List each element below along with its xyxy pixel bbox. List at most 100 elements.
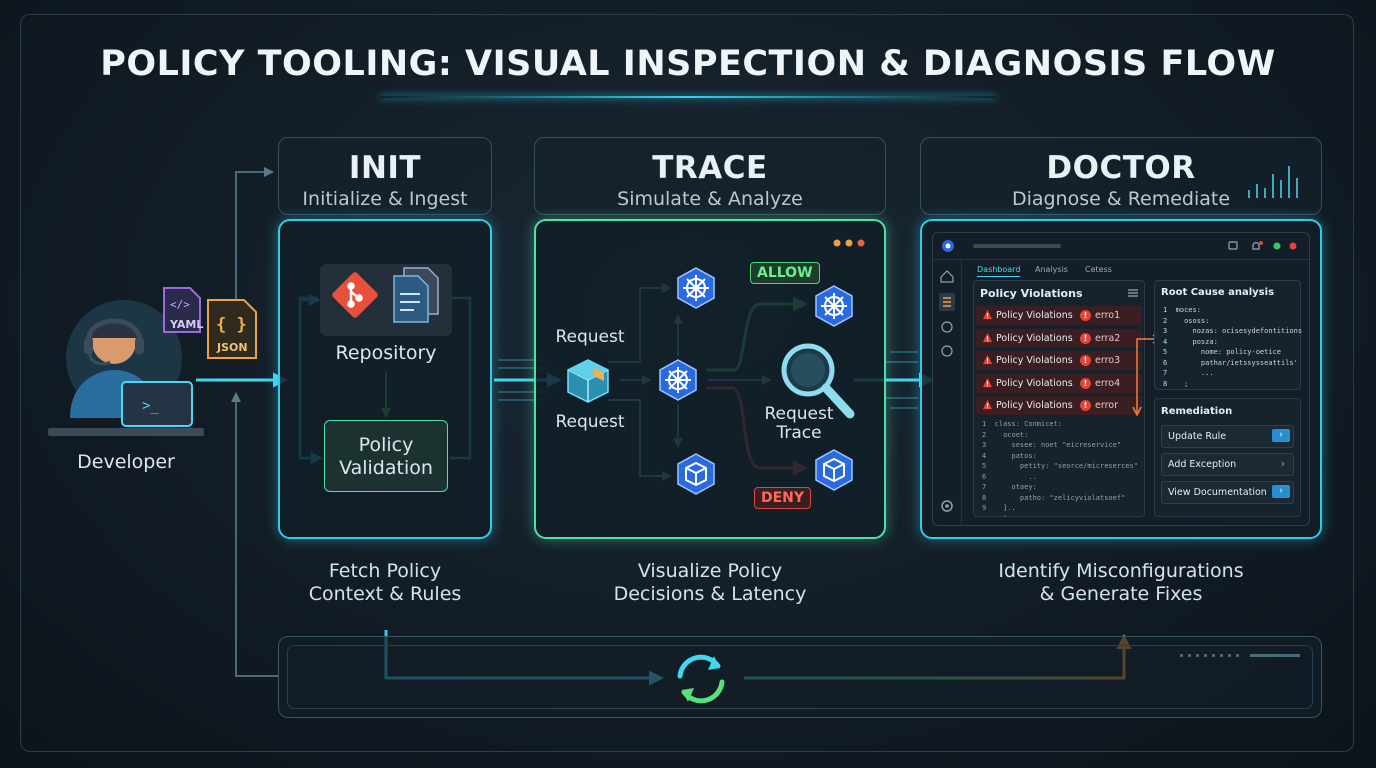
doctor-caption-line1: Identify Misconfigurations — [998, 560, 1244, 582]
yaml-label: YAML — [170, 318, 204, 331]
sparkline-icon — [1248, 166, 1298, 198]
dashboard-search-bar[interactable] — [973, 244, 1061, 248]
title-glow-line — [380, 96, 996, 98]
yaml-file-icon: </> — [163, 287, 201, 333]
doctor-caption-line2: & Generate Fixes — [1039, 583, 1203, 605]
policy-validation-label-2: Validation — [339, 457, 433, 479]
tab-cetess[interactable]: Cetess — [1085, 265, 1112, 274]
policy-validation-box — [324, 420, 448, 492]
violation-code: erro4 — [1095, 377, 1121, 389]
stage-init-name: INIT — [348, 150, 422, 186]
error-icon: ! — [1080, 400, 1091, 411]
error-icon: ! — [1080, 377, 1091, 389]
error-icon: ! — [1080, 355, 1091, 366]
chevron-right-icon: › — [1272, 485, 1290, 498]
update-rule-label: Update Rule — [1168, 431, 1227, 442]
feedback-loop-bar — [278, 636, 1322, 718]
policy-engine-node-icon — [659, 359, 697, 401]
notification-icons[interactable] — [1227, 240, 1301, 252]
stage-doctor-name: DOCTOR — [1046, 150, 1196, 186]
trace-caption-line2: Decisions & Latency — [613, 583, 807, 605]
git-icon — [332, 272, 378, 318]
dashboard-topbar — [933, 233, 1309, 260]
violation-row[interactable]: Policy Violations! error — [976, 396, 1142, 415]
request-label-top: Request — [555, 327, 625, 347]
svg-text:</>: </> — [170, 298, 190, 311]
doctor-caption: Identify Misconfigurations & Generate Fi… — [920, 560, 1322, 606]
remediation-panel: Remediation Update Rule › Add Exception … — [1154, 398, 1301, 517]
stage-trace-subtitle: Simulate & Analyze — [617, 188, 803, 210]
error-icon: ! — [1080, 332, 1091, 344]
developer-label: Developer — [77, 451, 175, 473]
warning-icon — [982, 309, 993, 320]
update-rule-button[interactable]: Update Rule › — [1161, 425, 1294, 448]
chevron-right-icon: › — [1272, 429, 1290, 442]
svg-text:>_: >_ — [142, 398, 159, 414]
init-caption: Fetch Policy Context & Rules — [278, 560, 492, 606]
menu-icon[interactable] — [1128, 289, 1138, 297]
request-cube-icon — [567, 359, 609, 403]
violation-row[interactable]: Policy Violations! erro3 — [976, 351, 1142, 370]
stage-init-subtitle: Initialize & Ingest — [302, 188, 468, 210]
trace-caption-line1: Visualize Policy — [637, 560, 783, 582]
violation-row[interactable]: Policy Violations! erro4 — [976, 373, 1142, 393]
violation-label: Policy Violations — [996, 355, 1073, 366]
allow-target-node-icon — [815, 285, 853, 327]
init-caption-line2: Context & Rules — [308, 583, 462, 605]
policy-validation-label-1: Policy — [358, 434, 414, 456]
init-caption-line1: Fetch Policy — [328, 560, 442, 582]
magnifier-icon — [781, 343, 855, 419]
stage-trace-header: TRACE Simulate & Analyze — [534, 137, 886, 215]
violation-label: Policy Violations — [996, 400, 1073, 411]
view-documentation-label: View Documentation — [1168, 487, 1267, 498]
policy-violations-title: Policy Violations — [980, 287, 1083, 300]
violation-label: Policy Violations — [996, 310, 1073, 321]
trace-caption: Visualize Policy Decisions & Latency — [534, 560, 886, 606]
developer-avatar: >_ — [48, 300, 204, 436]
dashboard-sidebar — [933, 259, 962, 525]
warning-icon — [982, 377, 993, 387]
error-icon: ! — [1080, 310, 1091, 321]
add-exception-button[interactable]: Add Exception › — [1161, 453, 1294, 476]
stage-init-header: INIT Initialize & Ingest — [278, 137, 492, 215]
stage-trace-name: TRACE — [652, 150, 768, 186]
tab-analysis[interactable]: Analysis — [1035, 265, 1068, 274]
service-node-top-icon — [677, 267, 715, 309]
violation-label: Policy Violations — [996, 377, 1073, 389]
violation-code: error — [1095, 400, 1118, 411]
service-node-bottom-icon — [677, 453, 715, 495]
view-documentation-button[interactable]: View Documentation › — [1161, 481, 1294, 504]
request-trace-label-2: Trace — [776, 423, 822, 443]
refresh-cycle-icon — [677, 654, 725, 704]
violation-code: erro3 — [1095, 355, 1121, 366]
sidebar-nav-icons[interactable] — [939, 267, 955, 517]
app-logo-icon — [942, 240, 954, 252]
allow-badge: ALLOW — [750, 262, 820, 284]
root-cause-code: 1 moces: 2 ososs: 3 nozas: ocisesydefont… — [1163, 306, 1303, 388]
warning-icon — [982, 332, 993, 342]
remediation-title: Remediation — [1161, 406, 1233, 417]
page-title: POLICY TOOLING: VISUAL INSPECTION & DIAG… — [100, 44, 1276, 84]
loop-bar-ticks — [1180, 654, 1300, 657]
violation-row[interactable]: Policy Violations!erro1 — [976, 306, 1142, 325]
violations-code: 1 class: Conmicet: 2 ocoet: 3 sesee: noe… — [982, 420, 1138, 523]
feedback-loop-inner — [287, 645, 1313, 709]
root-cause-panel: Root Cause analysis 1 moces: 2 ososs: 3 … — [1154, 280, 1303, 390]
request-trace-label-1: Request — [764, 404, 834, 424]
chevron-right-icon: › — [1280, 457, 1285, 470]
deny-target-node-icon — [815, 449, 853, 491]
deny-badge: DENY — [754, 487, 812, 509]
repository-label: Repository — [335, 342, 437, 364]
tab-dashboard[interactable]: Dashboard — [977, 265, 1021, 277]
root-cause-title: Root Cause analysis — [1161, 287, 1275, 298]
settings-icon[interactable] — [940, 499, 954, 513]
violation-row[interactable]: Policy Violations! erra2 — [976, 328, 1142, 348]
request-label-bottom: Request — [555, 412, 625, 432]
json-file-icon: { } — [207, 299, 257, 359]
json-label: JSON — [217, 341, 248, 354]
stage-doctor-subtitle: Diagnose & Remediate — [1011, 188, 1231, 210]
stage-doctor-header: DOCTOR Diagnose & Remediate — [920, 137, 1322, 215]
violation-code: erra2 — [1095, 332, 1121, 344]
violation-label: Policy Violations — [996, 332, 1073, 344]
